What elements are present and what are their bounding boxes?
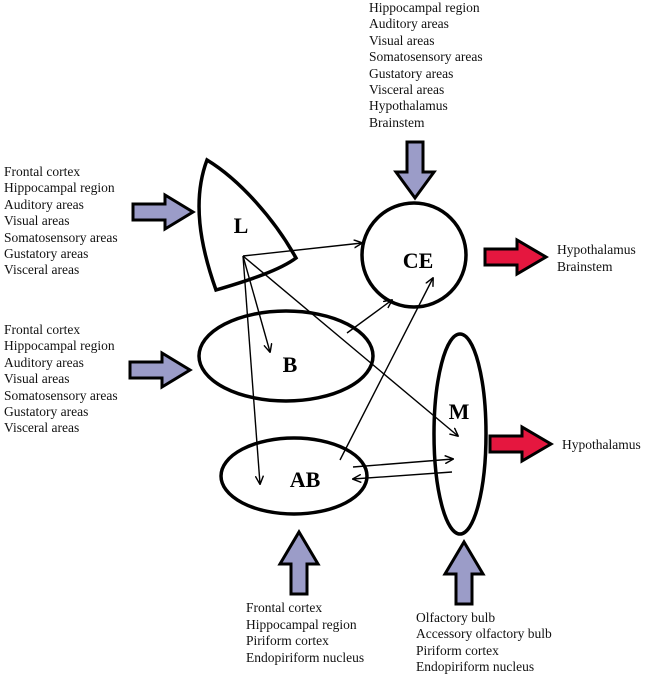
m-input-item: Accessory olfactory bulb	[416, 626, 552, 641]
ab-input-item: Hippocampal region	[246, 617, 357, 632]
connection-l-to-m	[242, 255, 458, 436]
nucleus-l-label: L	[234, 213, 249, 238]
connection-ab-to-ce	[339, 278, 433, 461]
nucleus-ce-label: CE	[403, 248, 434, 273]
b-input-item: Frontal cortex	[4, 322, 80, 337]
ce-input-item: Auditory areas	[369, 16, 449, 31]
internal-connections	[242, 243, 458, 484]
nucleus-ab-label: AB	[290, 467, 321, 492]
ce-input-item: Visceral areas	[369, 82, 444, 97]
l-input-item: Visual areas	[4, 213, 70, 228]
connection-l-to-ce	[242, 243, 362, 257]
b-input-item: Auditory areas	[4, 355, 84, 370]
nuclei	[197, 157, 488, 536]
ab-input-arrow	[277, 529, 321, 596]
ce-output-list: Hypothalamus Brainstem	[557, 242, 636, 274]
m-input-item: Piriform cortex	[416, 643, 499, 658]
l-input-arrow	[131, 192, 196, 232]
ce-output-item: Brainstem	[557, 259, 613, 274]
nucleus-m-label: M	[449, 399, 470, 424]
ce-input-item: Gustatory areas	[369, 66, 453, 81]
ab-input-item: Endopiriform nucleus	[246, 650, 364, 665]
ce-input-item: Brainstem	[369, 115, 425, 130]
ce-input-item: Hippocampal region	[369, 0, 480, 15]
nucleus-labels: L CE B M AB	[234, 213, 470, 492]
ce-input-item: Somatosensory areas	[369, 49, 483, 64]
nucleus-b-label: B	[283, 352, 298, 377]
ab-input-item: Frontal cortex	[246, 600, 322, 615]
ce-input-item: Visual areas	[369, 33, 435, 48]
b-input-list: Frontal cortex Hippocampal region Audito…	[4, 322, 118, 435]
ce-output-arrow	[483, 237, 549, 277]
ce-input-arrow	[393, 140, 437, 201]
input-arrows	[128, 140, 486, 606]
nucleus-m-shape	[432, 332, 488, 536]
b-input-item: Gustatory areas	[4, 404, 88, 419]
m-input-item: Olfactory bulb	[416, 610, 495, 625]
m-input-item: Endopiriform nucleus	[416, 659, 534, 674]
ab-input-item: Piriform cortex	[246, 633, 329, 648]
l-input-item: Auditory areas	[4, 197, 84, 212]
nucleus-b-shape	[197, 309, 375, 403]
nucleus-l-shape	[197, 157, 299, 293]
m-output-list: Hypothalamus	[562, 437, 641, 452]
connection-l-to-ab	[242, 255, 260, 484]
b-input-arrow	[128, 350, 193, 390]
m-output-arrow	[488, 424, 554, 464]
output-arrows	[483, 237, 554, 464]
nucleus-ce-shape	[360, 201, 468, 309]
l-input-item: Gustatory areas	[4, 246, 88, 261]
b-input-item: Somatosensory areas	[4, 388, 118, 403]
m-output-item: Hypothalamus	[562, 437, 641, 452]
connection-ab-to-m	[352, 459, 453, 468]
b-input-item: Visceral areas	[4, 420, 79, 435]
l-input-item: Frontal cortex	[4, 164, 80, 179]
connection-l-to-b	[242, 255, 270, 352]
ce-input-list: Hippocampal region Auditory areas Visual…	[369, 0, 483, 130]
m-input-list: Olfactory bulb Accessory olfactory bulb …	[416, 610, 552, 674]
b-input-item: Hippocampal region	[4, 338, 115, 353]
ab-input-list: Frontal cortex Hippocampal region Pirifo…	[246, 600, 364, 665]
ce-input-item: Hypothalamus	[369, 98, 448, 113]
connection-m-to-ab	[353, 471, 453, 479]
ce-output-item: Hypothalamus	[557, 242, 636, 257]
l-input-item: Somatosensory areas	[4, 230, 118, 245]
connection-b-to-ce	[346, 300, 392, 334]
m-input-arrow	[442, 539, 486, 606]
l-input-item: Visceral areas	[4, 262, 79, 277]
l-input-item: Hippocampal region	[4, 180, 115, 195]
b-input-item: Visual areas	[4, 371, 70, 386]
l-input-list: Frontal cortex Hippocampal region Audito…	[4, 164, 118, 277]
